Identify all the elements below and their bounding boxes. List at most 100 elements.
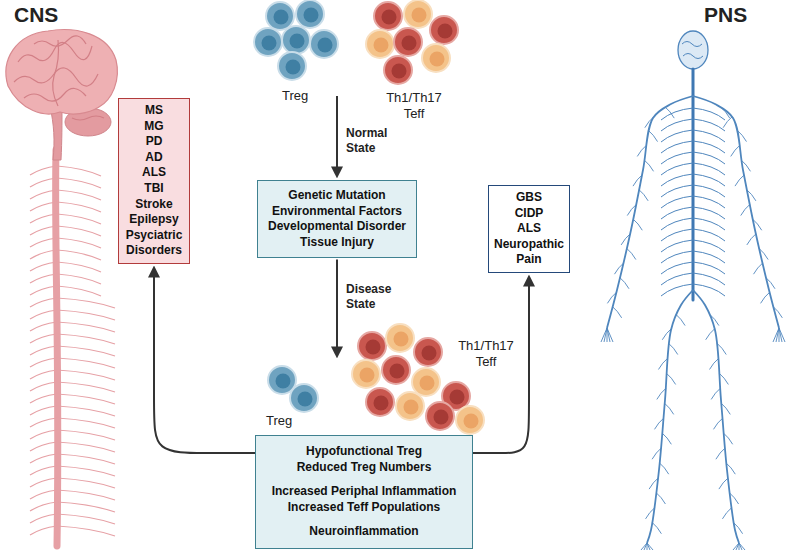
intercostal-nerve <box>661 130 693 142</box>
cell-nucleus <box>450 390 465 405</box>
cell-body <box>384 56 412 84</box>
node-text: Reduced Treg Numbers <box>261 460 467 476</box>
cell-body <box>412 368 440 396</box>
intercostal-nerve <box>693 130 725 142</box>
nerve-branch <box>637 145 646 156</box>
cell-body <box>254 28 282 56</box>
region-label: PNS <box>704 4 774 25</box>
nerve-branch <box>30 250 57 259</box>
nerve-branch <box>57 454 115 464</box>
nerve-branch <box>652 523 661 534</box>
nerve-branch <box>734 523 743 534</box>
nerve-branch <box>719 478 728 489</box>
nerve-branch <box>726 463 735 474</box>
nerve-branch <box>613 307 622 318</box>
cell-nucleus <box>374 396 389 411</box>
nerve-branch <box>773 307 782 318</box>
state-arrow <box>336 96 338 176</box>
cell-body <box>456 406 484 434</box>
nerve-branch <box>30 430 57 439</box>
cell-label: Th1/Th17 Teff <box>450 338 522 371</box>
cell-body <box>290 384 318 412</box>
nerve-branch <box>649 131 658 142</box>
leg-nerve <box>693 290 739 543</box>
nervous-system-illustration <box>601 31 785 550</box>
intercostal-nerve <box>693 185 725 197</box>
cell-nucleus <box>290 34 305 49</box>
nerve-branch <box>665 107 674 118</box>
nerve-branch <box>669 344 678 355</box>
cell-nucleus <box>404 400 419 415</box>
cell <box>296 0 324 28</box>
nerve-branch <box>633 219 642 230</box>
nerve-branch <box>737 131 746 142</box>
nerve-branch <box>710 358 719 369</box>
cerebrum <box>6 30 117 114</box>
cns-disorder-box: MSMGPDADALSTBIStrokeEpilepsyPsyciatric D… <box>118 98 190 264</box>
intercostal-nerve <box>661 108 693 120</box>
nerve-branch <box>30 502 57 511</box>
nerve-branch <box>722 508 731 519</box>
intercostal-nerve <box>661 273 693 285</box>
cell-nucleus <box>366 340 381 355</box>
intercostal-nerve <box>661 174 693 186</box>
nerve-branch <box>30 418 57 427</box>
cell <box>266 2 294 30</box>
cell <box>384 56 412 84</box>
nerve-branch <box>724 433 733 444</box>
intercostal-nerve <box>661 262 693 274</box>
intercostal-nerve <box>693 273 725 285</box>
spinal-cord <box>692 69 695 300</box>
digit-nerve <box>736 543 739 550</box>
node-text: Developmental Disorder <box>262 219 412 235</box>
nerve-branch <box>706 329 715 340</box>
cell-label: Th1/Th17 Teff <box>378 90 450 123</box>
nerve-branch <box>645 160 654 171</box>
cell-nucleus <box>464 414 479 429</box>
cell <box>414 338 442 366</box>
cell <box>394 28 422 56</box>
cell <box>352 360 380 388</box>
nerve-branch <box>30 514 57 523</box>
nerve-branch <box>747 234 756 245</box>
nerve-branch <box>30 214 57 223</box>
nerve-branch <box>57 478 115 488</box>
nerve-branch <box>57 166 101 176</box>
node-text: Increased Periphal Inflammation <box>261 484 467 500</box>
cell <box>382 356 410 384</box>
cell-body <box>352 360 380 388</box>
nerve-branch <box>30 490 57 499</box>
cell-body <box>310 30 338 58</box>
intercostal-nerve <box>661 152 693 164</box>
nerve-branch <box>57 370 115 380</box>
nerve-branch <box>30 310 57 319</box>
intercostal-nerve <box>661 196 693 208</box>
nerve-branch <box>660 463 669 474</box>
cell <box>310 30 338 58</box>
nerve-branch <box>57 334 115 344</box>
cell <box>404 0 432 28</box>
cell-nucleus <box>318 38 333 53</box>
intercostal-nerve <box>693 108 725 120</box>
intercostal-nerve <box>693 141 725 153</box>
intercostal-nerve <box>693 119 725 131</box>
nerve-branch <box>30 178 57 187</box>
node-text: PD <box>122 134 186 150</box>
nerve-branch <box>30 454 57 463</box>
head-gyri <box>682 42 703 59</box>
cell-nucleus <box>412 8 427 23</box>
nerve-branch <box>30 322 57 331</box>
cell-label: Treg <box>282 88 322 104</box>
cell-nucleus <box>434 410 449 425</box>
cell <box>430 16 458 44</box>
node-text: MG <box>122 119 186 135</box>
nerve-branch <box>716 448 725 459</box>
nerve-branch <box>30 190 57 199</box>
cell-nucleus <box>262 36 277 51</box>
intercostal-nerve <box>661 141 693 153</box>
cell-body <box>430 16 458 44</box>
cell-nucleus <box>438 24 453 39</box>
nerve-branch <box>754 263 763 274</box>
cell-body <box>358 332 386 360</box>
cell <box>366 30 394 58</box>
